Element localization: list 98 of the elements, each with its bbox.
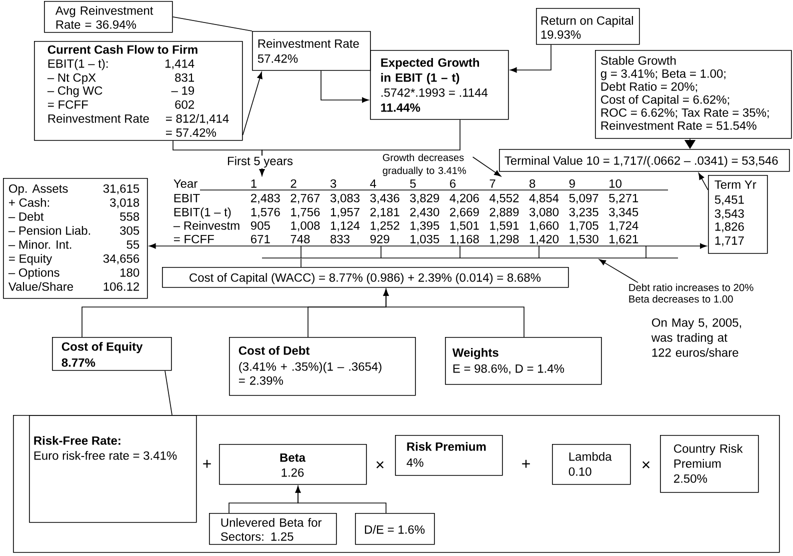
annotation: Growth decreases gradually to 3.41% (382, 154, 466, 176)
arrow (242, 72, 262, 136)
table-cell: 1,621 (610, 234, 638, 245)
row-label: – Reinvestm (173, 221, 240, 230)
elbow-arrow (320, 70, 369, 103)
table-cell: 1,035 (410, 234, 440, 245)
terminal-year-box: Term Yr 5,451 3,543 1,826 1,717 (708, 175, 768, 254)
premium-box: Risk Premium 4% (395, 435, 503, 476)
column-header: 9 (569, 179, 575, 188)
table-cell: 3,436 (370, 194, 400, 204)
table-cell: 833 (330, 234, 350, 244)
assumption-box: Avg Reinvestment Rate = 36.94% (44, 1, 173, 33)
table-cell: 748 (290, 234, 310, 244)
valuation-box: Op. Assets 31,615 + Cash: 3,018 – Debt 558 – Pension Liab. 305 – Minor. Int. 55 = Equity 34,656 – Options 180 Value/Share 106.12 (3, 178, 148, 299)
column-header: 6 (450, 179, 456, 188)
table-cell: 2,483 (251, 194, 280, 204)
row-label: EBIT(1 – t) (174, 208, 231, 219)
timeline-arrow (149, 243, 707, 249)
plus-sign: + (203, 460, 211, 468)
column-header: 5 (410, 179, 416, 188)
formula-box: Cost of Capital (WACC) = 8.77% (0.986) + 2.39% (0.014) = 8.68% (162, 267, 569, 288)
row-label: Year (174, 179, 198, 188)
table-cell: 3,829 (410, 194, 440, 204)
table-cell: 5,097 (569, 194, 598, 204)
formula-box: Cost of Debt (3.41% + .35%)(1 – .3654) = 2.39% (229, 337, 416, 396)
table-cell: 2,767 (290, 194, 320, 204)
elbow-arrow (383, 289, 524, 338)
table-cell: 1,705 (570, 221, 598, 232)
premium-box: Country Risk Premium 2.50% (660, 435, 759, 493)
rate-box: Return on Capital 19.93% (536, 8, 640, 45)
elbow-arrow (295, 486, 386, 514)
column-header: 3 (330, 179, 336, 188)
table-cell: 5,271 (609, 194, 638, 204)
row-label: EBIT (174, 194, 200, 202)
table-cell: 1,591 (490, 221, 519, 232)
leader-arrow (599, 259, 638, 283)
note-text: On May 5, 2005, was trading at 122 euros/share (651, 318, 742, 357)
table-cell: 3,235 (569, 208, 598, 218)
table-cell: 929 (370, 234, 390, 244)
table-cell: 2,181 (370, 208, 400, 218)
table-cell: 3,080 (529, 208, 559, 218)
table-cell: 1,124 (330, 221, 360, 232)
rate-box: Risk-Free Rate: Euro risk-free rate = 3.41% (29, 415, 197, 523)
table-cell: 3,083 (330, 194, 360, 204)
lambda-box: Lambda 0.10 (552, 444, 631, 485)
input-box: D/E = 1.6% (355, 513, 435, 545)
table-cell: 1,420 (530, 234, 559, 245)
table-cell: 1,501 (450, 221, 479, 232)
beta-box: Beta 1.26 (219, 444, 367, 485)
rate-box: Reinvestment Rate 57.42% (252, 31, 371, 71)
column-header: 2 (290, 179, 296, 188)
table-cell: 1,660 (530, 221, 559, 232)
table-cell: 1,576 (251, 208, 280, 218)
plus-sign: + (522, 460, 530, 468)
column-header: 10 (610, 179, 622, 188)
cash-flow-box: Current Cash Flow to Firm EBIT(1 – t): 1,414 – Nt CpX 831 – Chg WC – 19 = FCFF 602 Reinvestment Rate = 812/1,414 = 57.42% (34, 41, 243, 141)
table-cell: 1,530 (570, 234, 598, 245)
times-sign: × (376, 461, 384, 468)
table-cell: 3,345 (609, 208, 638, 218)
elbow-arrow (510, 44, 552, 73)
column-header: 8 (530, 179, 536, 188)
table-cell: 905 (250, 221, 270, 230)
connector-line (300, 258, 302, 268)
table-cell: 4,206 (450, 194, 479, 204)
input-box: Unlevered Beta for Sectors: 1.25 (209, 513, 337, 545)
assumption-box: Stable Growth g = 3.41%; Beta = 1.00; Debt Ratio = 20%; Cost of Capital = 6.62%; ROC = 6.62%; Tax Rate = 35%; Reinvestment Rate = 51.54% (595, 50, 792, 139)
table-cell: 1,008 (291, 221, 320, 232)
table-cell: 1,756 (291, 208, 320, 218)
table-cell: 4,854 (529, 194, 559, 204)
table-cell: 1,298 (490, 234, 519, 245)
breakdown-panel (13, 415, 780, 553)
row-label: = FCFF (174, 234, 214, 244)
connector-line (164, 370, 172, 416)
table-cell: 2,669 (450, 208, 479, 218)
table-cell: 671 (251, 234, 270, 244)
elbow-arrow (259, 119, 460, 176)
table-cell: 1,957 (330, 208, 360, 218)
edge-label: First 5 years (226, 156, 294, 168)
table-cell: 1,395 (410, 221, 440, 232)
growth-box: Expected Growth in EBIT (1 – t) .5742*.1993 = .1144 11.44% (370, 50, 509, 120)
table-cell: 2,430 (410, 208, 440, 218)
column-header: 1 (251, 179, 256, 188)
table-cell: 1,168 (450, 234, 479, 245)
arrow (698, 172, 708, 190)
table-cell: 1,724 (610, 221, 638, 232)
weights-box: Weights E = 98.6%, D = 1.4% (445, 337, 602, 385)
result-box: Cost of Equity 8.77% (52, 337, 172, 371)
connector-line (172, 16, 252, 32)
annotation: Debt ratio increases to 20% Beta decreases to 1.00 (629, 284, 754, 303)
leader-arrow (472, 156, 502, 176)
table-cell: 1,252 (370, 221, 400, 232)
formula-box: Terminal Value 10 = 1,717/(.0662 – .0341) = 53,546 (499, 149, 790, 172)
table-cell: 4,552 (489, 194, 519, 204)
times-sign: × (642, 461, 650, 468)
period-bracket (262, 246, 678, 258)
table-cell: 2,889 (490, 208, 519, 218)
column-header: 7 (490, 179, 496, 188)
column-header: 4 (370, 179, 376, 188)
